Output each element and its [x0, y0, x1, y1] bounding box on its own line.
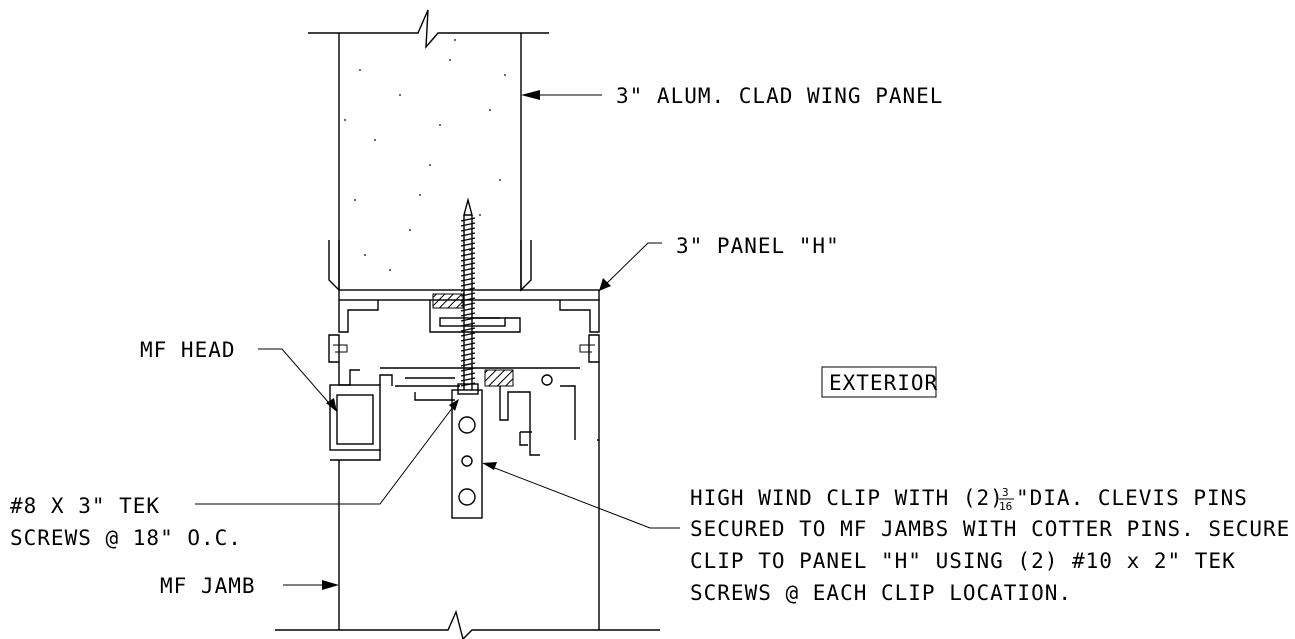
wing-panel-label: 3" ALUM. CLAD WING PANEL	[616, 84, 943, 108]
svg-text:HIGH WIND CLIP WITH (2): HIGH WIND CLIP WITH (2)	[690, 486, 1004, 510]
screw-thread	[460, 377, 476, 382]
high-wind-clip	[451, 389, 483, 519]
screw-thread	[460, 327, 476, 332]
tek-screw-label-line1: #8 X 3" TEK	[10, 494, 160, 518]
screw-thread	[460, 222, 476, 227]
screw-thread	[460, 232, 476, 237]
screw-thread	[460, 312, 476, 317]
screw-thread	[460, 337, 476, 342]
screw-thread	[460, 307, 476, 312]
screw-thread	[460, 287, 476, 292]
screw-thread	[460, 322, 476, 327]
panel-h-label: 3" PANEL "H"	[676, 234, 840, 258]
screw-thread	[460, 252, 476, 257]
tek-screw	[457, 197, 479, 395]
screw-thread	[460, 292, 476, 297]
panel-h-extrusion	[328, 240, 600, 387]
leader-lines	[195, 90, 680, 590]
screw-thread	[460, 317, 476, 322]
screw-thread	[460, 277, 476, 282]
screw-thread	[460, 297, 476, 302]
exterior-box	[821, 366, 937, 398]
screw-thread	[460, 342, 476, 347]
mf-jamb-label: MF JAMB	[160, 574, 256, 598]
screw-thread	[460, 347, 476, 352]
clip-note-line4: SCREWS @ EACH CLIP LOCATION.	[690, 581, 1072, 605]
screw-thread	[460, 267, 476, 272]
clip-note-line1-b: "DIA. CLEVIS PINS	[1016, 486, 1248, 510]
tek-screw-label-line2: SCREWS @ 18" O.C.	[10, 526, 242, 550]
screw-thread	[460, 242, 476, 247]
mf-head-label: MF HEAD	[140, 338, 236, 362]
screw-thread	[460, 217, 476, 222]
screw-thread	[460, 357, 476, 362]
clip-note-line1-a: HIGH WIND CLIP WITH (2)	[690, 486, 1004, 510]
screw-thread	[460, 352, 476, 357]
clip-note-line3: CLIP TO PANEL "H" USING (2) #10 x 2" TEK	[690, 549, 1236, 573]
screw-thread	[460, 332, 476, 337]
screw-thread	[460, 362, 476, 367]
mf-head-frame	[328, 334, 600, 461]
screw-thread	[460, 227, 476, 232]
screw-thread	[460, 247, 476, 252]
screw-thread	[460, 372, 476, 377]
screw-thread	[460, 257, 476, 262]
exterior-label: EXTERIOR	[829, 371, 938, 395]
screw-thread	[460, 367, 476, 372]
screw-thread	[460, 262, 476, 267]
clip-fraction-numerator: 3	[1002, 486, 1010, 499]
screw-thread	[460, 237, 476, 242]
clip-note-line2: SECURED TO MF JAMBS WITH COTTER PINS. SE…	[690, 517, 1290, 541]
wing-panel	[308, 9, 549, 290]
clip-fraction-denominator: 16	[999, 500, 1012, 513]
screw-thread	[460, 302, 476, 307]
screw-thread	[460, 282, 476, 287]
screw-thread	[460, 272, 476, 277]
mf-jamb	[275, 440, 660, 639]
clip-note: HIGH WIND CLIP WITH (2) 3 16 "DIA. CLEVI…	[690, 486, 1290, 605]
